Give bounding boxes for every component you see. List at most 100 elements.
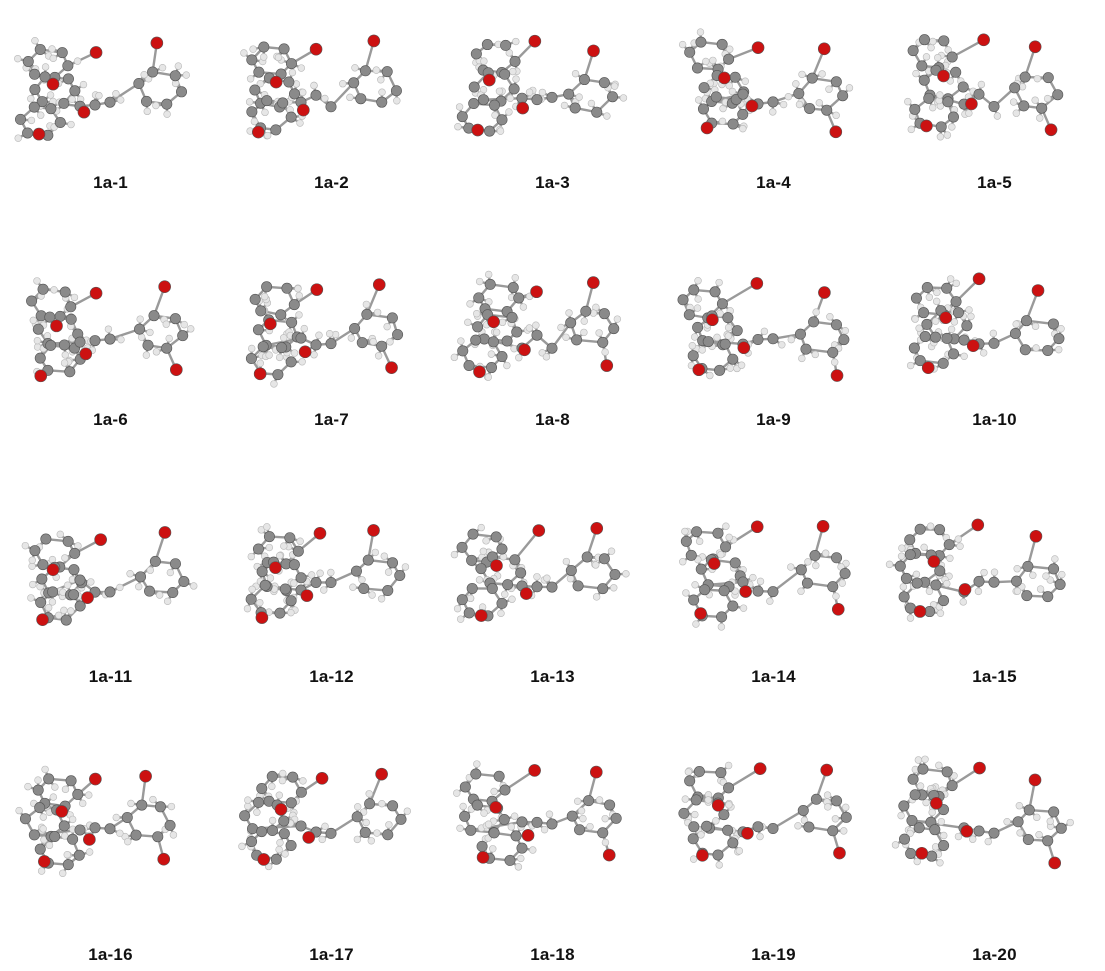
bond (330, 81, 355, 108)
oxygen-atom (587, 44, 600, 58)
carbon-atom (382, 585, 394, 597)
hydrogen-atom (725, 81, 733, 90)
hydrogen-atom (136, 315, 144, 323)
hydrogen-atom (694, 277, 702, 285)
carbon-atom (29, 68, 41, 80)
carbon-atom (285, 111, 297, 123)
hydrogen-atom (79, 80, 88, 89)
hydrogen-atom (475, 576, 484, 584)
carbon-atom (580, 305, 592, 317)
carbon-atom (89, 99, 101, 111)
carbon-atom (245, 593, 257, 605)
hydrogen-atom (1031, 322, 1040, 331)
carbon-atom (695, 563, 707, 575)
oxygen-atom (921, 361, 935, 375)
hydrogen-atom (359, 808, 368, 816)
carbon-atom (767, 586, 779, 598)
hydrogen-atom (769, 108, 777, 116)
oxygen-atom (516, 101, 529, 115)
hydrogen-atom (725, 801, 733, 809)
carbon-atom (68, 589, 80, 601)
carbon-atom (500, 39, 512, 51)
hydrogen-atom (766, 597, 774, 605)
hydrogen-atom (477, 523, 485, 532)
hydrogen-atom (27, 116, 36, 125)
hydrogen-atom (15, 806, 23, 815)
hydrogen-atom (482, 537, 490, 545)
carbon-atom (1022, 560, 1034, 572)
carbon-atom (709, 286, 721, 298)
hydrogen-atom (68, 95, 76, 103)
carbon-atom (463, 607, 475, 619)
hydrogen-atom (61, 554, 69, 562)
carbon-atom (259, 579, 271, 591)
hydrogen-atom (484, 373, 493, 381)
carbon-atom (910, 292, 922, 304)
hydrogen-atom (457, 337, 465, 345)
hydrogen-atom (321, 822, 329, 831)
hydrogen-atom (299, 777, 307, 785)
hydrogen-atom (724, 332, 733, 340)
hydrogen-atom (691, 581, 699, 589)
oxygen-atom (309, 42, 323, 56)
hydrogen-atom (610, 82, 619, 90)
oxygen-atom (264, 317, 277, 331)
carbon-atom (958, 334, 970, 346)
carbon-atom (310, 576, 322, 588)
carbon-atom (36, 573, 48, 585)
hydrogen-atom (575, 93, 583, 101)
carbon-atom (831, 552, 843, 564)
hydrogen-atom (979, 349, 988, 357)
molecule-structure (891, 755, 1074, 870)
hydrogen-atom (560, 101, 569, 110)
hydrogen-atom (368, 591, 376, 599)
carbon-atom (803, 821, 815, 833)
carbon-atom (839, 567, 851, 579)
hydrogen-atom (601, 814, 609, 823)
carbon-atom (688, 284, 700, 296)
oxygen-atom (55, 805, 69, 818)
carbon-atom (134, 323, 146, 335)
conformer-label: 1a-1 (93, 173, 128, 192)
hydrogen-atom (240, 49, 248, 57)
carbon-atom (918, 34, 930, 46)
hydrogen-atom (380, 552, 388, 560)
conformer-cell: 1a-16 (0, 728, 221, 970)
hydrogen-atom (37, 867, 46, 875)
hydrogen-atom (697, 831, 705, 839)
carbon-atom (688, 594, 700, 606)
carbon-atom (727, 353, 739, 365)
carbon-atom (261, 281, 273, 293)
carbon-atom (258, 41, 270, 53)
hydrogen-atom (926, 522, 935, 530)
hydrogen-atom (73, 57, 82, 65)
bond (772, 809, 804, 830)
carbon-atom (684, 775, 696, 787)
conformer-label: 1a-10 (972, 410, 1017, 429)
carbon-atom (261, 95, 273, 107)
hydrogen-atom (67, 120, 75, 129)
hydrogen-atom (339, 80, 347, 88)
carbon-atom (484, 278, 496, 290)
hydrogen-atom (456, 615, 465, 623)
hydrogen-atom (33, 277, 41, 285)
carbon-atom (167, 586, 179, 598)
carbon-atom (914, 523, 926, 535)
carbon-atom (142, 339, 154, 351)
carbon-atom (727, 118, 739, 130)
hydrogen-atom (165, 334, 173, 343)
hydrogen-atom (897, 552, 906, 560)
hydrogen-atom (112, 813, 120, 822)
hydrogen-atom (906, 614, 915, 622)
hydrogen-atom (840, 827, 848, 835)
molecule-structure (243, 523, 410, 624)
conformer-cell: 1a-4 (663, 0, 884, 242)
carbon-atom (149, 555, 161, 567)
hydrogen-atom (33, 336, 42, 345)
molecule-structure (678, 28, 854, 139)
oxygen-atom (706, 313, 719, 327)
hydrogen-atom (603, 112, 611, 120)
carbon-atom (1012, 816, 1024, 828)
hydrogen-atom (466, 300, 474, 308)
hydrogen-atom (377, 76, 385, 84)
